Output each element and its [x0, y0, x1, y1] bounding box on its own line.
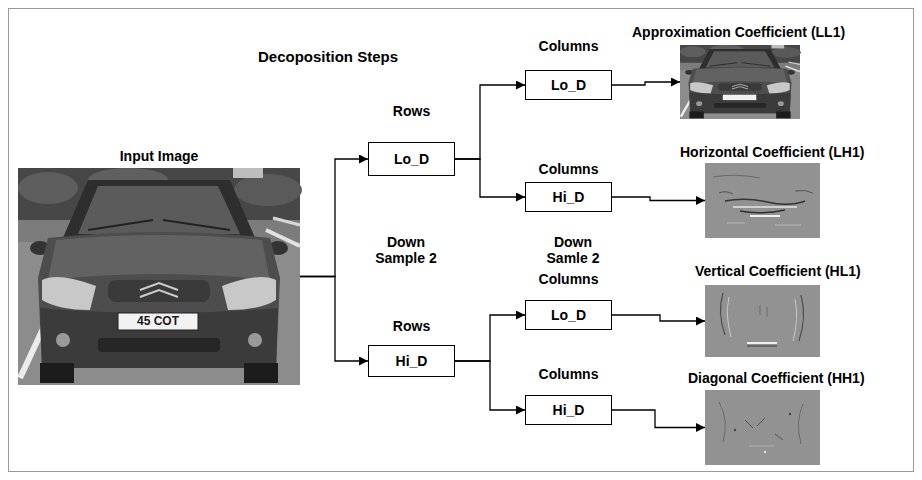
step-note: Down Sample 2 [370, 234, 442, 266]
flow-arrow [612, 315, 705, 321]
step-note: Down Samle 2 [540, 234, 606, 266]
coefficient-image: Vertical Coefficient (HL1) [705, 285, 820, 357]
step-heading: Columns [539, 271, 599, 287]
filter-name: Lo_D [394, 151, 429, 167]
flow-arrow [300, 277, 368, 362]
diagram-title: Decoposition Steps [258, 48, 398, 66]
vertical-coefficient-image [705, 285, 820, 357]
step-heading: Columns [539, 38, 599, 54]
filter-box: ColumnsLo_D [525, 70, 612, 100]
coefficient-image: Diagonal Coefficient (HH1) [705, 390, 820, 465]
image-title: Vertical Coefficient (HL1) [695, 263, 861, 279]
filter-box: RowsLo_D [368, 142, 455, 176]
image-title: Horizontal Coefficient (LH1) [680, 144, 864, 160]
flow-arrow [455, 361, 525, 410]
plate-text: 45 COT [118, 313, 198, 330]
image-title: Input Image [120, 148, 199, 164]
step-heading: Columns [539, 366, 599, 382]
input-photo [18, 168, 302, 385]
flow-arrow [455, 85, 525, 159]
filter-name: Lo_D [551, 307, 586, 323]
flow-arrow [455, 159, 525, 197]
filter-box: ColumnsLo_D [525, 300, 612, 330]
diagonal-coefficient-image [705, 390, 820, 465]
frame [9, 9, 914, 472]
flow-arrow [455, 315, 525, 361]
flow-arrow [300, 159, 368, 277]
coefficient-image: Approximation Coefficient (LL1) [680, 45, 800, 119]
flow-arrow [612, 410, 705, 428]
filter-name: Hi_D [553, 189, 585, 205]
input-image: Input Image [18, 168, 300, 385]
step-heading: Rows [393, 318, 430, 334]
image-title: Diagonal Coefficient (HH1) [688, 370, 865, 386]
filter-box: ColumnsHi_D [525, 182, 612, 212]
flow-arrow [612, 197, 705, 201]
image-title: Approximation Coefficient (LL1) [632, 24, 845, 40]
filter-name: Lo_D [551, 77, 586, 93]
filter-box: RowsHi_D [368, 345, 455, 377]
horizontal-coefficient-image [705, 163, 820, 238]
step-heading: Columns [539, 161, 599, 177]
flow-arrow [612, 82, 680, 85]
filter-box: ColumnsHi_D [525, 395, 612, 425]
coefficient-image: Horizontal Coefficient (LH1) [705, 163, 820, 238]
step-heading: Rows [393, 103, 430, 119]
approximation-photo [680, 45, 801, 119]
filter-name: Hi_D [396, 353, 428, 369]
filter-name: Hi_D [553, 402, 585, 418]
